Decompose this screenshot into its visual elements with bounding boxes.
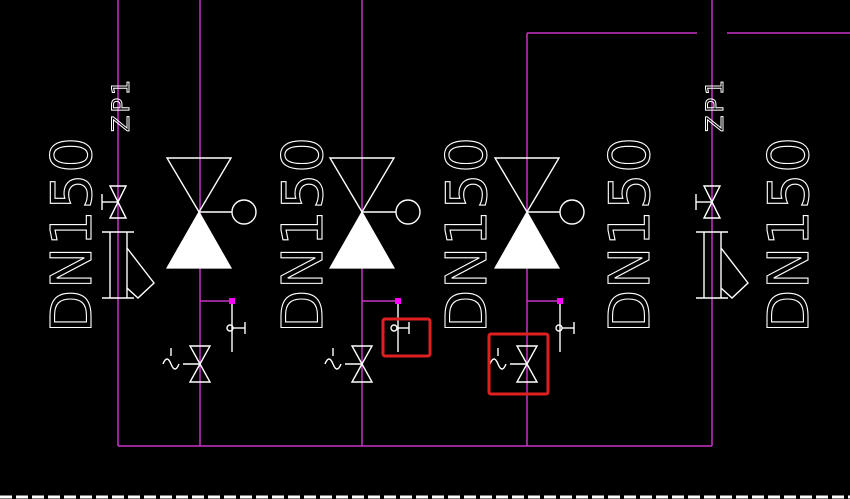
size-label-1: DN150: [40, 136, 105, 333]
y-strainer-right[interactable]: [696, 231, 749, 299]
highlight-box-test-point: [381, 317, 432, 358]
size-label-4: DN150: [598, 136, 663, 333]
gate-valve-left[interactable]: [101, 185, 128, 219]
drain-valve-1[interactable]: [162, 345, 212, 383]
y-strainer-left[interactable]: [102, 231, 155, 299]
size-label-3: DN150: [435, 136, 500, 333]
alarm-valve-3[interactable]: [493, 157, 585, 269]
highlight-box-drain-valve: [487, 332, 550, 396]
gate-valve-right[interactable]: [695, 185, 722, 219]
pipe-label-left: ZP1: [107, 77, 135, 132]
alarm-valve-2[interactable]: [328, 157, 421, 269]
test-point-1[interactable]: [226, 298, 246, 352]
drain-valve-3[interactable]: [489, 345, 539, 383]
pipe-label-right: ZP1: [701, 77, 729, 132]
size-label-5: DN150: [757, 136, 822, 333]
test-point-2[interactable]: [390, 298, 410, 352]
size-label-2: DN150: [271, 136, 336, 333]
alarm-valve-1[interactable]: [165, 157, 257, 269]
drain-valve-2[interactable]: [324, 345, 374, 383]
test-point-3[interactable]: [555, 298, 575, 352]
